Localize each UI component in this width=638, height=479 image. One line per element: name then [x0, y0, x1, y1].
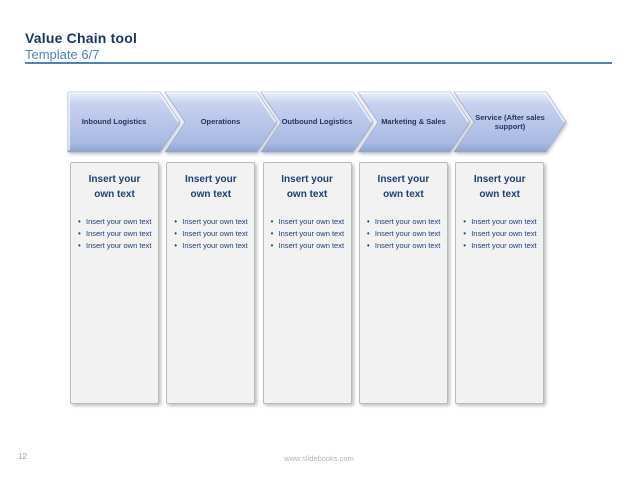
column-header: Insert your own text	[88, 174, 141, 200]
text-column-2: Insert your own text Insert your own tex…	[166, 162, 256, 404]
bullet-list: Insert your own text Insert your own tex…	[77, 216, 154, 251]
page-title: Value Chain tool	[25, 30, 138, 46]
bullet-item: Insert your own text	[77, 216, 154, 227]
chain-step-inbound-logistics: Inbound Logistics	[67, 91, 181, 153]
bullet-list: Insert your own text Insert your own tex…	[270, 216, 347, 251]
bullet-item: Insert your own text	[77, 228, 154, 239]
chain-step-label: Operations	[200, 117, 241, 127]
bullet-item: Insert your own text	[173, 216, 250, 227]
bullet-list: Insert your own text Insert your own tex…	[173, 216, 250, 251]
chain-step-label: Service (After sales support)	[475, 112, 545, 132]
bullet-item: Insert your own text	[173, 240, 250, 251]
chevron-arrow-icon	[67, 91, 181, 153]
chevron-arrow-icon	[163, 91, 277, 153]
chain-step-service: Service (After sales support)	[453, 91, 567, 153]
bullet-item: Insert your own text	[270, 240, 347, 251]
page-subtitle: Template 6/7	[25, 47, 100, 62]
chevron-arrow-icon	[356, 91, 470, 153]
bullet-list: Insert your own text Insert your own tex…	[366, 216, 443, 251]
bullet-item: Insert your own text	[270, 216, 347, 227]
bullet-item: Insert your own text	[366, 228, 443, 239]
bullet-item: Insert your own text	[173, 228, 250, 239]
bullet-item: Insert your own text	[462, 240, 539, 251]
chevron-arrow-icon	[453, 91, 567, 153]
text-column-4: Insert your own text Insert your own tex…	[358, 162, 448, 404]
bullet-item: Insert your own text	[77, 240, 154, 251]
column-header: Insert your own text	[377, 174, 430, 200]
title-underline	[25, 62, 612, 64]
text-column-5: Insert your own text Insert your own tex…	[455, 162, 545, 404]
chain-step-label: Outbound Logistics	[281, 117, 353, 127]
chain-step-outbound-logistics: Outbound Logistics	[260, 91, 374, 153]
bullet-item: Insert your own text	[462, 228, 539, 239]
bullet-item: Insert your own text	[366, 240, 443, 251]
chain-step-operations: Operations	[163, 91, 277, 153]
column-header: Insert your own text	[473, 174, 526, 200]
bullet-list: Insert your own text Insert your own tex…	[462, 216, 539, 251]
bullet-item: Insert your own text	[270, 228, 347, 239]
text-column-3: Insert your own text Insert your own tex…	[262, 162, 352, 404]
chain-step-label: Inbound Logistics	[81, 117, 147, 127]
text-column-1: Insert your own text Insert your own tex…	[70, 162, 159, 404]
bullet-item: Insert your own text	[462, 216, 539, 227]
chevron-arrow-icon	[260, 91, 374, 153]
column-header: Insert your own text	[184, 174, 237, 200]
bullet-item: Insert your own text	[366, 216, 443, 227]
column-header: Insert your own text	[281, 174, 333, 200]
website-footer: www.slidebooks.com	[284, 454, 354, 463]
chain-step-marketing-sales: Marketing & Sales	[356, 91, 470, 153]
chain-step-label: Marketing & Sales	[381, 117, 446, 127]
page-number: 12	[18, 452, 27, 461]
